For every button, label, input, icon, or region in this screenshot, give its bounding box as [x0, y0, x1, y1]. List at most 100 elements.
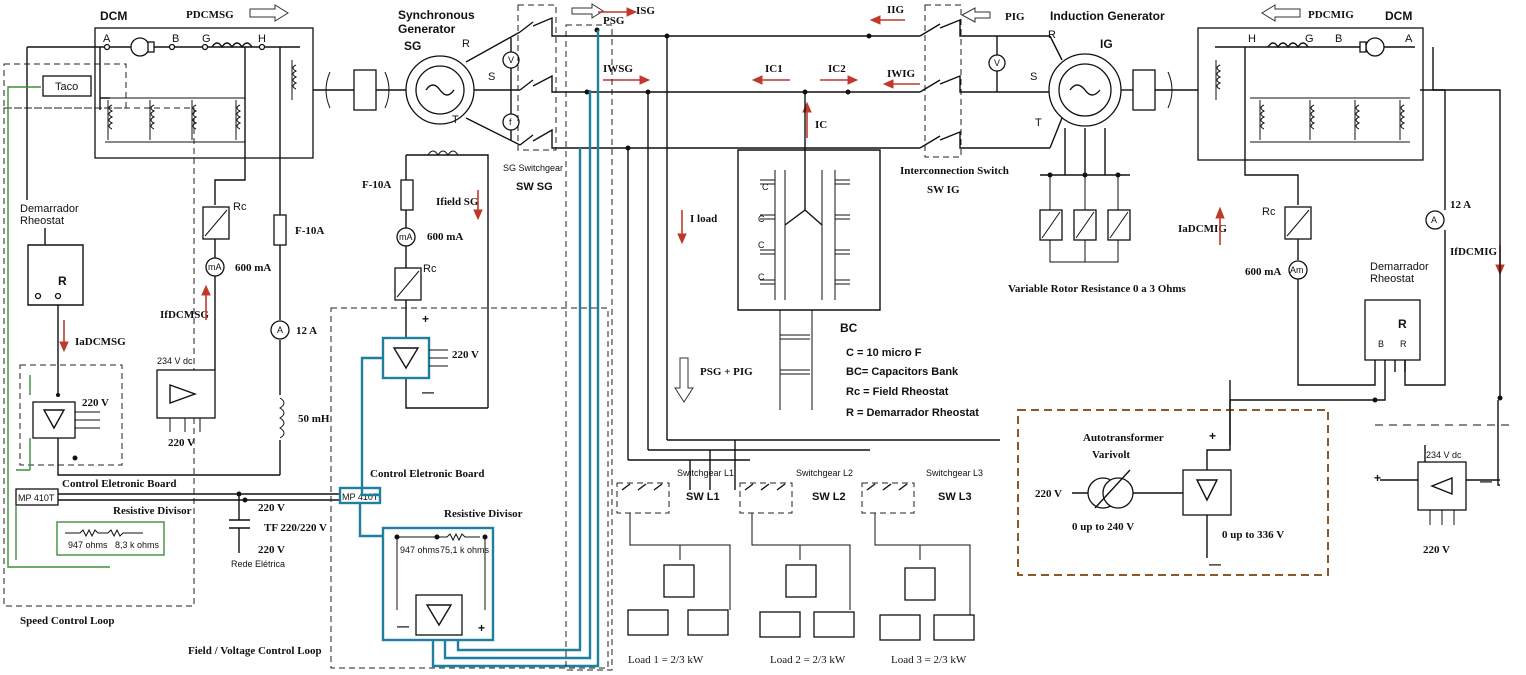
psg-arrow-icon [571, 3, 604, 19]
voltmeter-label: V [508, 55, 514, 65]
right-plus: + [1374, 471, 1381, 485]
sg-switchgear: SG Switchgear SW SG [503, 4, 600, 193]
right-demarrador-1: Demarrador [1370, 261, 1429, 273]
speed-loop-label: Speed Control Loop [20, 615, 115, 627]
field-220v: 220 V [452, 349, 479, 361]
sg-r-label: R [462, 38, 470, 50]
field-rdiv-label: Resistive Divisor [444, 508, 523, 520]
autotransformer-block: Autotransformer Varivolt 220 V 0 up to 2… [1017, 380, 1329, 576]
load-3: Switchgear L3 SW L3 Load 3 = 2/3 kW [861, 468, 983, 666]
coupling-left [353, 69, 377, 111]
left-mp-label: MP 410T [18, 493, 55, 503]
right-demarrador-2: Rheostat [1370, 273, 1414, 285]
right-minus: — [1480, 474, 1492, 488]
right-220v-label: 220 V [1423, 544, 1450, 556]
pdcmig-arrow-icon [1261, 4, 1301, 22]
cap-label: C [758, 272, 765, 282]
ig-r-label: R [1048, 29, 1056, 41]
dcm-left: DCM PDCMSG A B G H Taco [42, 4, 314, 159]
sg-s-label: S [488, 71, 495, 83]
motor-icon [130, 37, 150, 57]
field-minus: — [422, 385, 434, 399]
field-minus-2: — [397, 619, 409, 633]
left-rdiv-label: Resistive Divisor [113, 505, 192, 517]
rotor-resistance-label: Variable Rotor Resistance 0 a 3 Ohms [1008, 283, 1187, 295]
left-demarrador-1: Demarrador [20, 203, 79, 215]
cap-label: C [758, 240, 765, 250]
terminal-b-label: B [172, 33, 179, 45]
taco-box [42, 75, 92, 97]
bc-line-3: Rc = Field Rheostat [846, 386, 949, 398]
left-f10a-label: F-10A [295, 225, 324, 237]
right-terminal-h: H [1248, 33, 1256, 45]
auto-plus: + [1209, 429, 1216, 443]
field-loop-label: Field / Voltage Control Loop [188, 645, 322, 657]
left-r947-label: 947 ohms [68, 540, 108, 550]
rede-label: Rede Elétrica [231, 559, 285, 569]
auto-220v-label: 220 V [1035, 488, 1062, 500]
iwsg-label: IWSG [603, 63, 633, 75]
left-220v-d: 220 V [258, 544, 285, 556]
coupling-right [1132, 69, 1156, 111]
ig-name: IG [1100, 37, 1113, 51]
dcm-right: DCM PDCMIG H G B A [1197, 4, 1424, 161]
left-ceb-label: Control Eletronic Board [62, 478, 176, 490]
sg-name: SG [404, 39, 421, 53]
right-am-label: Am [1290, 265, 1304, 275]
tf-label: TF 220/220 V [264, 522, 327, 534]
load-1: Switchgear L1 SW L1 Load 1 = 2/3 kW [616, 468, 734, 666]
ic2-label: IC2 [828, 63, 846, 75]
left-r-label: R [58, 274, 67, 288]
sg-switchgear-label: SG Switchgear [503, 163, 563, 173]
iadcmig-label: IaDCMIG [1178, 223, 1227, 235]
auto-out-label: 0 up to 336 V [1222, 529, 1284, 541]
left-amm-label: A [277, 325, 283, 335]
power-flow-arrow-icon [249, 4, 289, 22]
field-r751-label: 75,1 k ohms [440, 545, 490, 555]
load-1-label: Load 1 = 2/3 kW [628, 654, 704, 666]
load-2-switch: Switchgear L2 [796, 468, 853, 478]
varivolt-label: Varivolt [1092, 449, 1130, 461]
terminal-g-label: G [202, 33, 211, 45]
psg-pig-label: PSG + PIG [700, 366, 753, 378]
down-arrow-icon [674, 357, 694, 403]
right-ma-val: 600 mA [1245, 266, 1281, 278]
load-2-sw: SW L2 [812, 491, 846, 503]
sw-sg-label: SW SG [516, 181, 553, 193]
right-terminal-b: B [1335, 33, 1342, 45]
left-demarrador-2: Rheostat [20, 215, 64, 227]
cap-label: C [758, 214, 765, 224]
right-terminal-a: A [1405, 33, 1413, 45]
bc-line-2: BC= Capacitors Bank [846, 366, 959, 378]
left-220v-c: 220 V [258, 502, 285, 514]
right-r2-label: R [1400, 339, 1407, 349]
dcm-left-title: DCM [100, 9, 127, 23]
left-220v-a: 220 V [82, 397, 109, 409]
terminal-h-label: H [258, 33, 266, 45]
load-3-sw: SW L3 [938, 491, 972, 503]
left-ma-val: 600 mA [235, 262, 271, 274]
iig-label: IIG [887, 4, 905, 16]
loads: Switchgear L1 SW L1 Load 1 = 2/3 kW Swit… [616, 468, 983, 666]
pig-label: PIG [1005, 11, 1025, 23]
ic1-label: IC1 [765, 63, 783, 75]
cap-label: C [762, 182, 769, 192]
taco-label: Taco [55, 81, 78, 93]
sg-t-label: T [452, 114, 459, 126]
left-ma-label: mA [208, 262, 222, 272]
frequency-meter-icon [502, 113, 520, 131]
load-3-label: Load 3 = 2/3 kW [891, 654, 967, 666]
teal-signal-lines [358, 24, 613, 671]
left-rc-label: Rc [233, 201, 247, 213]
field-rc-label: Rc [423, 263, 437, 275]
bc-line-4: R = Demarrador Rheostat [846, 407, 979, 419]
right-r-label: R [1398, 317, 1407, 331]
dcm-right-frame [1197, 27, 1424, 161]
field-ma-label: mA [399, 232, 413, 242]
right-circuits: Rc Am 600 mA A 12 A IaDCMIG IfDCMIG Dema… [1178, 47, 1510, 556]
dcm-left-power: PDCMSG [186, 9, 234, 21]
psg-label: PSG [603, 15, 625, 27]
field-f10a-label: F-10A [362, 179, 391, 191]
load-1-switch: Switchgear L1 [677, 468, 734, 478]
left-mh-label: 50 mH [298, 413, 330, 425]
